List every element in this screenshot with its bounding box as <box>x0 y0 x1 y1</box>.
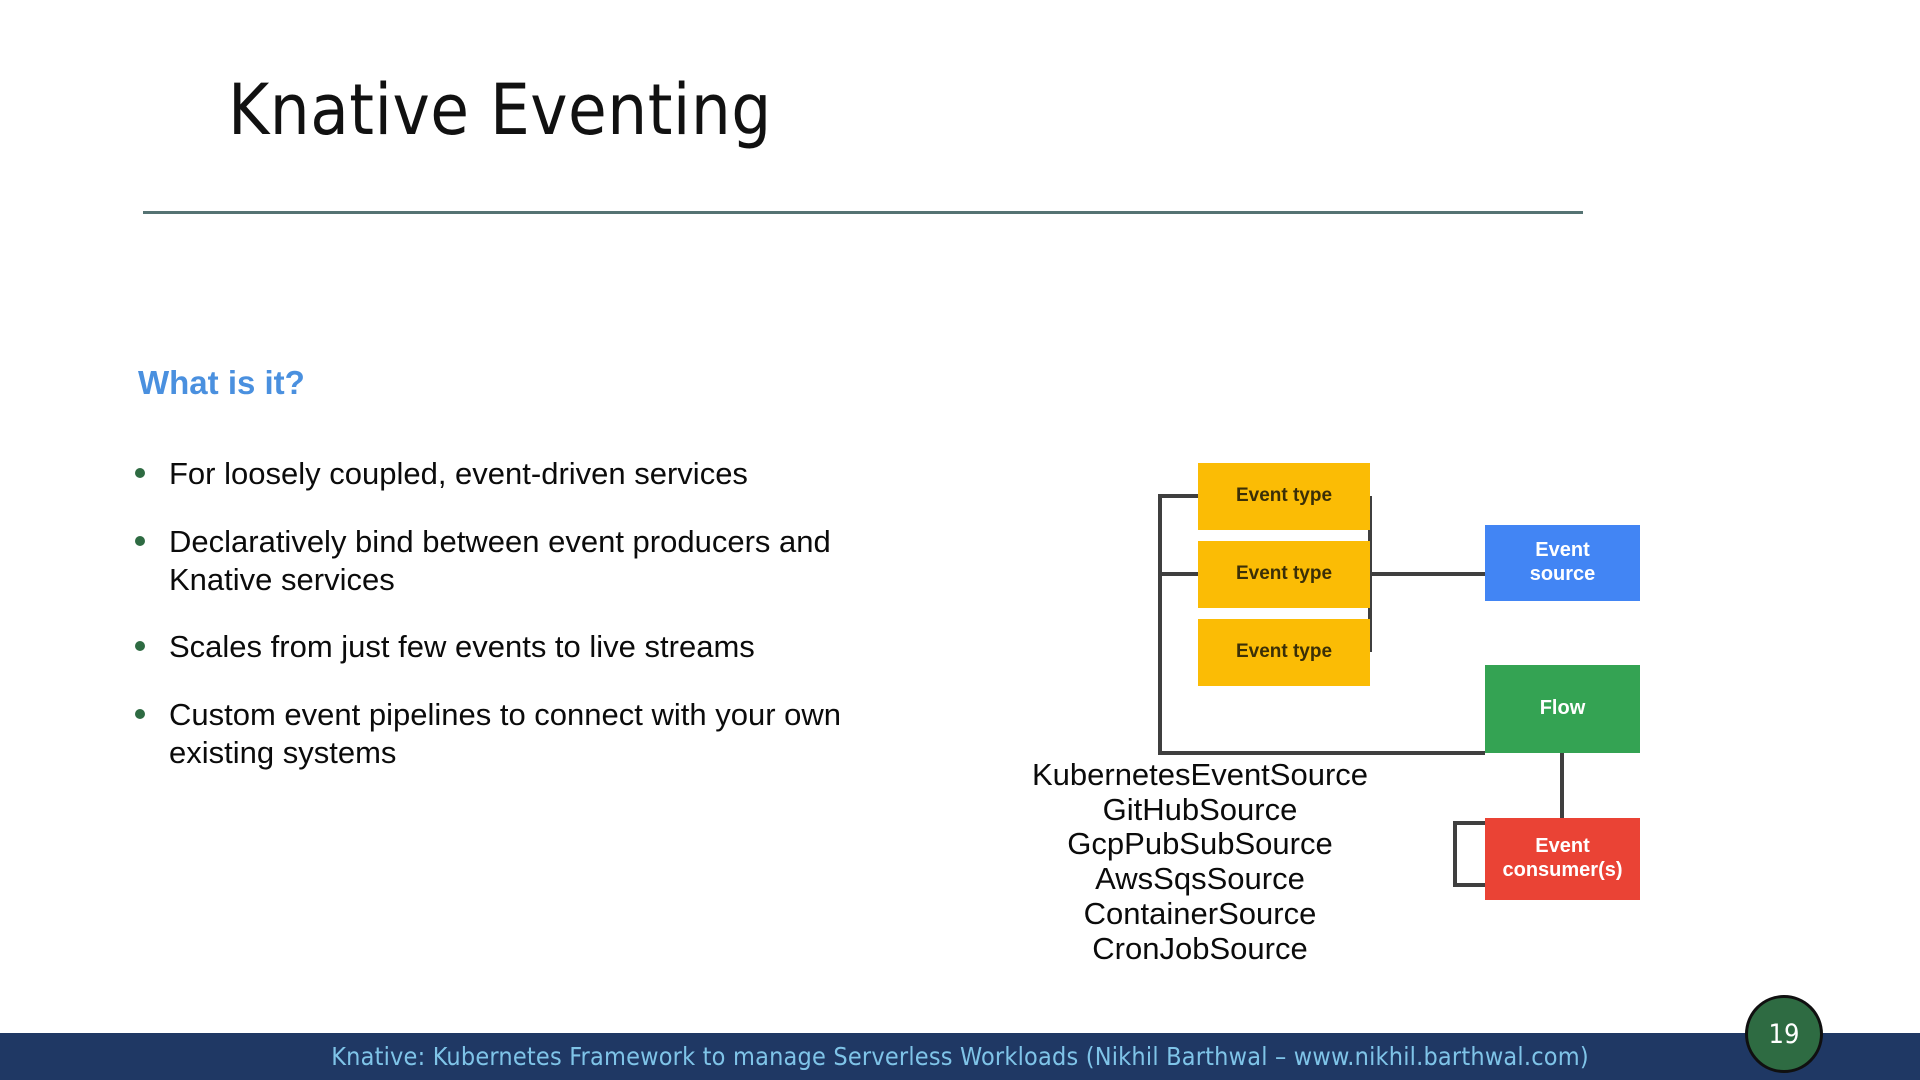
event-source-box[interactable]: Event source <box>1485 525 1640 601</box>
page-title: Knative Eventing <box>228 69 772 151</box>
page-number-badge: 19 <box>1745 995 1823 1073</box>
eventing-diagram: Event type Event type Event type Event s… <box>940 430 1680 950</box>
event-type-box-3[interactable]: Event type <box>1198 619 1370 686</box>
event-source-line2: source <box>1529 563 1596 585</box>
event-type-box-2[interactable]: Event type <box>1198 541 1370 608</box>
event-type-box-1[interactable]: Event type <box>1198 463 1370 530</box>
source-list-item: GcpPubSubSource <box>1067 826 1333 862</box>
event-source-line1: Event <box>1535 539 1590 562</box>
list-item-label: Custom event pipelines to connect with y… <box>169 697 842 771</box>
bullet-list: For loosely coupled, event-driven servic… <box>135 455 925 802</box>
footer-caption: Knative: Kubernetes Framework to manage … <box>331 1042 1589 1071</box>
list-item: For loosely coupled, event-driven servic… <box>135 455 925 493</box>
footer-bar <box>0 1033 1920 1080</box>
event-consumer-line1: Event <box>1535 835 1590 858</box>
list-item: Declaratively bind between event produce… <box>135 523 925 599</box>
source-list-item: KubernetesEventSource <box>1031 757 1369 792</box>
list-item-label: Declaratively bind between event produce… <box>169 523 831 597</box>
section-heading: What is it? <box>138 364 305 401</box>
event-consumer-line2: consumer(s) <box>1502 859 1623 881</box>
title-divider <box>143 211 1583 214</box>
source-list-item: ContainerSource <box>1083 895 1317 931</box>
flow-box[interactable]: Flow <box>1485 665 1640 753</box>
wire-flow-to-consumer <box>1453 753 1564 887</box>
diagram-wires <box>1158 494 1564 887</box>
source-list-item: GitHubSource <box>1102 791 1298 827</box>
list-item: Scales from just few events to live stre… <box>135 628 925 666</box>
bullet-dot-icon <box>135 455 169 478</box>
bullet-dot-icon <box>135 523 169 546</box>
bullet-dot-icon <box>135 628 169 652</box>
source-list-item: AwsSqsSource <box>1095 861 1305 897</box>
list-item-label: Scales from just few events to live stre… <box>169 629 755 665</box>
list-item: Custom event pipelines to connect with y… <box>135 696 925 772</box>
list-item-label: For loosely coupled, event-driven servic… <box>169 456 748 491</box>
bullet-dot-icon <box>135 696 169 720</box>
source-type-list: KubernetesEventSource GitHubSource GcpPu… <box>1005 757 1395 966</box>
wire-left-bus-to-flow <box>1158 494 1485 755</box>
event-consumer-box[interactable]: Event consumer(s) <box>1485 818 1640 900</box>
source-list-item: CronJobSource <box>1092 930 1308 966</box>
